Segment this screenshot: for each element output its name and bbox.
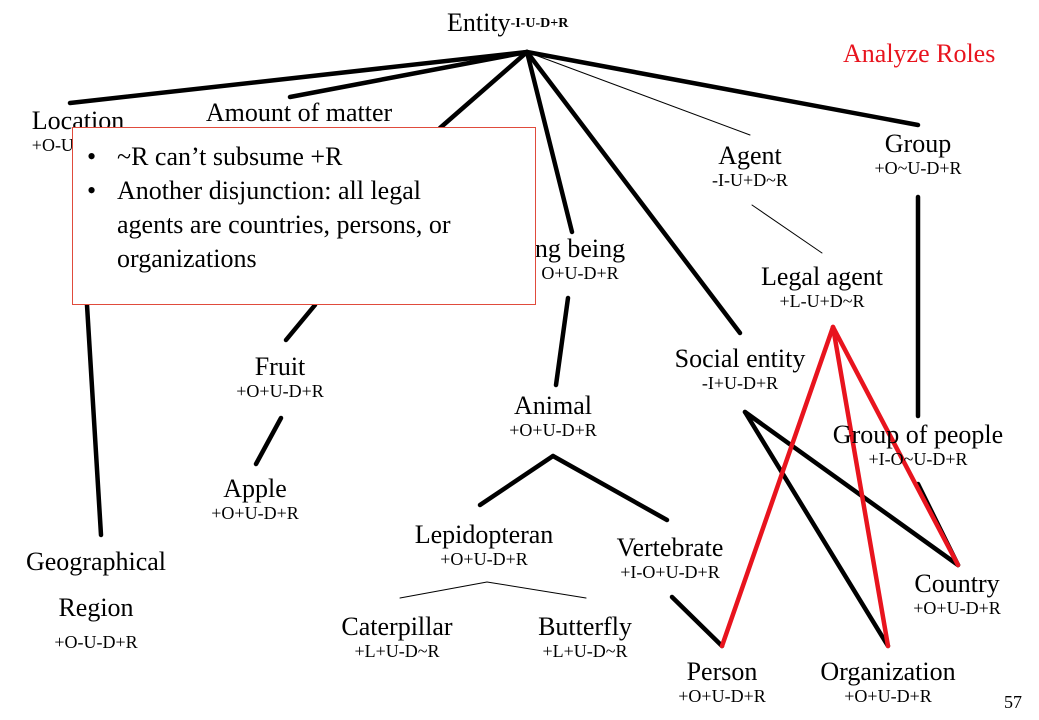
edge-animal-lep (477, 453, 556, 508)
node-name: Caterpillar (341, 612, 453, 641)
node-code: +L-U+D~R (779, 291, 865, 311)
edge-entity-social (524, 49, 743, 336)
edge-entity-amount (287, 49, 530, 100)
node-butterfly: Butterfly +L+U-D~R (538, 612, 632, 661)
node-person: Person +O+U-D+R (678, 657, 766, 706)
node-code: +O+U-D+R (440, 549, 528, 569)
node-name: Country (914, 569, 1000, 598)
node-name: Butterfly (538, 612, 632, 641)
node-code: +O+U-D+R (509, 420, 597, 440)
node-code: +O+U-D+R (844, 686, 932, 706)
edge-entity-group (524, 49, 921, 128)
edge-amount-fruit (283, 302, 318, 343)
edge-entity-hidden1 (437, 49, 530, 131)
node-fruit: Fruit +O+U-D+R (236, 352, 324, 401)
node-code: -I-U+D~R (712, 170, 788, 190)
node-name: Vertebrate (616, 533, 724, 562)
node-vertebrate: Vertebrate +I-O+U-D+R (616, 533, 724, 582)
node-lepidopteran: Lepidopteran +O+U-D+R (414, 520, 554, 569)
callout-bullet: Another disjunction: all legal agents ar… (87, 174, 477, 276)
edge-legal-country (830, 324, 961, 568)
node-code: +O~U-D+R (874, 158, 962, 178)
node-name: Organization (820, 657, 956, 686)
node-name: Agent (718, 141, 782, 170)
root-code: -I-U-D+R (510, 16, 569, 31)
edge-legal-org (830, 324, 891, 649)
node-name: Apple (223, 474, 287, 503)
node-code: +I-O~U-D+R (868, 449, 968, 469)
node-caterpillar: Caterpillar +L+U-D~R (341, 612, 453, 661)
callout-box: ~R can’t subsume +R Another disjunction:… (72, 127, 536, 305)
edge-fruit-apple (253, 415, 284, 467)
node-group: Group +O~U-D+R (874, 129, 962, 178)
edge-entity-agent (526, 51, 751, 136)
node-name: Group of people (832, 420, 1004, 449)
node-organization: Organization +O+U-D+R (820, 657, 956, 706)
node-code: +O+U-D+R (236, 381, 324, 401)
edge-agent-legal (751, 204, 823, 254)
node-code: +O-U (31, 135, 74, 155)
edge-lep-cat (399, 581, 488, 599)
edge-animal-vert (550, 453, 670, 523)
node-code: +O+U-D+R (211, 503, 299, 523)
node-code: +O+U-D+R (913, 598, 1001, 618)
node-name-line1: Geographical (25, 547, 167, 576)
node-name: Amount of matter (205, 98, 393, 127)
callout-bullet: ~R can’t subsume +R (87, 140, 535, 174)
root-name: Entity (447, 8, 511, 37)
node-code: +L+U-D~R (354, 641, 440, 661)
node-living-being: ng being O+U-D+R (534, 234, 626, 283)
node-geographical-region: Geographical Region +O-U-D+R (26, 542, 166, 656)
edge-location-geo (84, 302, 104, 538)
node-legal-agent: Legal agent +L-U+D~R (761, 262, 883, 311)
node-name: Group (884, 129, 952, 158)
edge-social-country (742, 409, 961, 568)
node-group-of-people: Group of people +I-O~U-D+R (832, 420, 1004, 469)
node-social-entity: Social entity -I+U-D+R (674, 344, 806, 393)
callout-list: ~R can’t subsume +R Another disjunction:… (73, 128, 535, 276)
edge-living-animal (553, 295, 571, 388)
node-country: Country +O+U-D+R (913, 569, 1001, 618)
edge-lep-butter (486, 581, 587, 599)
root-node: Entity-I-U-D+R (447, 10, 568, 36)
node-code: -I+U-D+R (701, 373, 779, 393)
node-code: +L+U-D~R (542, 641, 628, 661)
node-apple: Apple +O+U-D+R (211, 474, 299, 523)
node-name-line2: Region (58, 593, 134, 623)
slide-title: Analyze Roles (843, 39, 996, 68)
node-agent: Agent -I-U+D~R (712, 141, 788, 190)
node-code: +O+U-D+R (678, 686, 766, 706)
edge-vert-person (669, 594, 725, 649)
node-code: O+U-D+R (541, 263, 619, 283)
node-name: Legal agent (761, 262, 883, 291)
node-name: Animal (513, 391, 592, 420)
edge-entity-location (67, 49, 530, 106)
edge-legal-person (719, 324, 836, 649)
node-amount-of-matter: Amount of matter (206, 100, 392, 126)
node-code: +O-U-D+R (54, 631, 138, 652)
node-name: Lepidopteran (414, 520, 554, 549)
edge-social-org (742, 409, 891, 649)
node-name: ng being (534, 234, 626, 263)
node-name: Fruit (254, 352, 306, 381)
node-name: Social entity (674, 344, 806, 373)
edge-entity-living (524, 49, 575, 235)
node-code: +I-O+U-D+R (620, 562, 720, 582)
node-animal: Animal +O+U-D+R (509, 391, 597, 440)
node-name: Person (686, 657, 758, 686)
page-number: 57 (1004, 692, 1022, 712)
